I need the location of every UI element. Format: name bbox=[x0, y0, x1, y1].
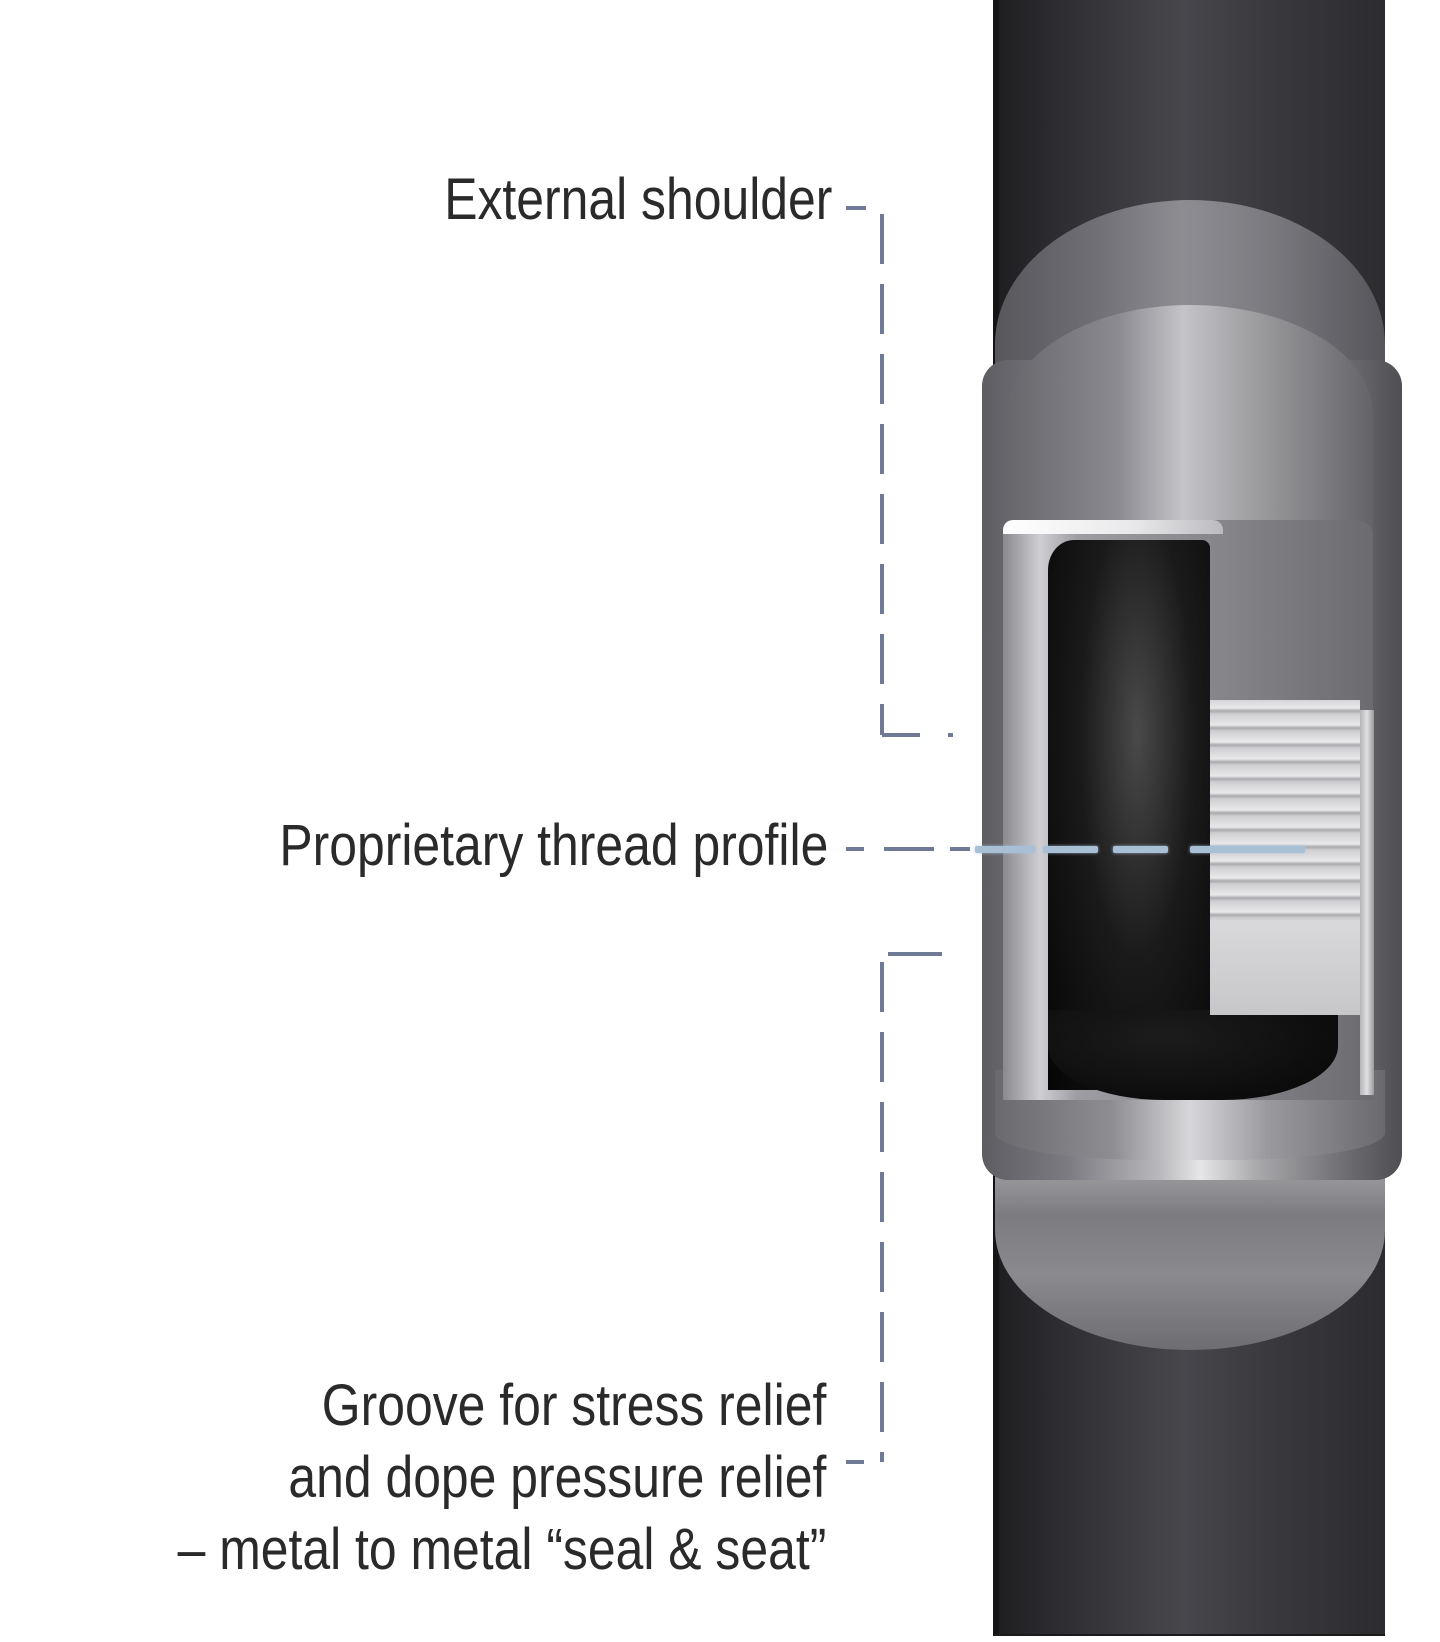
label-external-shoulder: External shoulder bbox=[444, 164, 832, 236]
label-text: Proprietary thread profile bbox=[279, 813, 828, 878]
label-text-line-3: – metal to metal “seal & seat” bbox=[177, 1517, 826, 1582]
thread-profile-region bbox=[1210, 700, 1360, 1015]
thread-leader-dash bbox=[1190, 846, 1305, 853]
thread-leader-dash bbox=[1113, 846, 1168, 853]
cutaway-frame-edge bbox=[1360, 710, 1374, 1095]
pipe-bottom-edge bbox=[993, 1634, 1385, 1636]
cutaway-cavity bbox=[1048, 540, 1210, 1090]
label-thread-profile: Proprietary thread profile bbox=[279, 810, 828, 882]
label-text: External shoulder bbox=[443, 167, 832, 232]
label-text-line-2: and dope pressure relief bbox=[288, 1445, 826, 1510]
thread-leader-dash bbox=[1043, 846, 1098, 853]
thread-leader-dash bbox=[975, 846, 1035, 853]
cutaway-cavity-bottom bbox=[1048, 1010, 1338, 1100]
label-text-line-1: Groove for stress relief bbox=[321, 1373, 826, 1438]
label-groove: Groove for stress relief and dope pressu… bbox=[177, 1370, 826, 1586]
